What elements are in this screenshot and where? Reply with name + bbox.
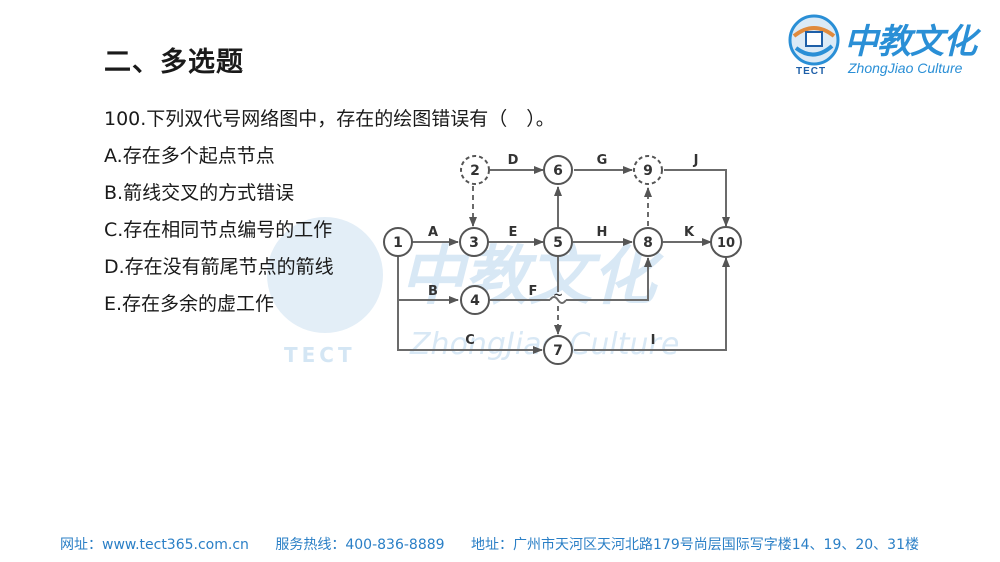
footer-hotline: 服务热线：400-836-8889 xyxy=(275,537,445,553)
option-b[interactable]: B.箭线交叉的方式错误 xyxy=(104,182,295,204)
activity-label-g: G xyxy=(597,153,608,168)
node-9 xyxy=(633,155,663,185)
node-1 xyxy=(383,227,413,257)
option-a[interactable]: A.存在多个起点节点 xyxy=(104,145,275,167)
activity-label-f: F xyxy=(529,284,538,299)
node-2 xyxy=(460,155,490,185)
node-6 xyxy=(543,155,573,185)
node-7-label: 7 xyxy=(553,343,563,359)
arrow-f xyxy=(566,257,652,301)
arrow-c xyxy=(397,300,543,354)
cross-mark: ~ xyxy=(553,288,563,302)
activity-label-b: B xyxy=(428,284,438,299)
option-e[interactable]: E.存在多余的虚工作 xyxy=(104,293,275,315)
brand-logo: 中教文化 ZhongJiao Culture TECT xyxy=(782,10,982,82)
activity-label-k: K xyxy=(684,225,695,240)
node-3 xyxy=(459,227,489,257)
question-text: 100.下列双代号网络图中，存在的绘图错误有（ ）。 xyxy=(104,108,555,130)
section-title: 二、多选题 xyxy=(104,47,244,78)
activity-label-c: C xyxy=(465,333,475,348)
activity-label-j: J xyxy=(693,153,699,168)
footer: 网址：www.tect365.com.cn 服务热线：400-836-8889 … xyxy=(60,534,941,554)
node-7 xyxy=(543,335,573,365)
options-list: A.存在多个起点节点 B.箭线交叉的方式错误 C.存在相同节点编号的工作 D.存… xyxy=(104,141,334,326)
footer-address: 地址：广州市天河区天河北路179号尚层国际写字楼14、19、20、31楼 xyxy=(471,537,919,553)
arrow-j xyxy=(664,169,730,227)
globe-icon xyxy=(788,14,840,66)
arrow-i xyxy=(574,257,730,351)
node-10 xyxy=(710,226,742,258)
node-10-label: 10 xyxy=(717,236,735,251)
logo-cn: 中教文化 xyxy=(844,22,977,62)
node-6-label: 6 xyxy=(553,163,563,179)
node-3-label: 3 xyxy=(469,235,479,251)
footer-website[interactable]: 网址：www.tect365.com.cn xyxy=(60,537,249,553)
node-5-label: 5 xyxy=(553,235,563,251)
node-4 xyxy=(460,285,490,315)
node-1-label: 1 xyxy=(393,235,403,251)
cross-bridge xyxy=(549,296,567,304)
option-d[interactable]: D.存在没有箭尾节点的箭线 xyxy=(104,256,334,278)
node-8 xyxy=(633,227,663,257)
activity-label-d: D xyxy=(508,153,519,168)
activity-label-e: E xyxy=(509,225,518,240)
logo-abbr: TECT xyxy=(796,66,827,77)
activity-label-a: A xyxy=(428,225,438,240)
option-c[interactable]: C.存在相同节点编号的工作 xyxy=(104,219,333,241)
logo-en: ZhongJiao Culture xyxy=(848,60,963,76)
node-9-label: 9 xyxy=(643,163,653,179)
node-8-label: 8 xyxy=(643,235,653,251)
node-4-label: 4 xyxy=(470,293,480,309)
node-2-label: 2 xyxy=(470,163,480,179)
node-5 xyxy=(543,227,573,257)
activity-label-h: H xyxy=(597,225,608,240)
activity-label-i: I xyxy=(651,333,656,348)
